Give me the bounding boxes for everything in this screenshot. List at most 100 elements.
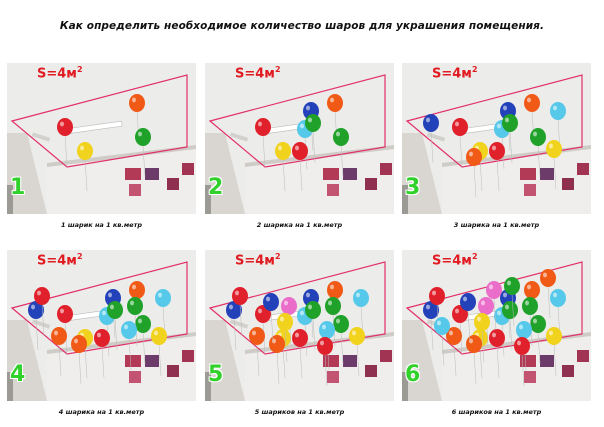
balloon-highlight xyxy=(124,324,128,330)
wall-picture xyxy=(167,365,179,377)
panel-number: 1 xyxy=(10,175,26,200)
left-wall xyxy=(205,320,245,401)
balloon-string xyxy=(537,144,541,178)
balloon-highlight xyxy=(330,284,334,290)
balloon xyxy=(516,321,532,339)
room-photo xyxy=(402,250,591,401)
ceiling-lamp-mount xyxy=(229,132,249,142)
area-label-text: S=4м xyxy=(432,253,472,269)
balloon xyxy=(155,289,171,307)
balloon xyxy=(129,281,145,299)
balloon-highlight xyxy=(284,300,288,306)
balloon-string xyxy=(356,343,360,377)
balloon-string xyxy=(312,317,316,351)
balloon-highlight xyxy=(426,304,430,310)
balloon-string xyxy=(430,130,434,164)
door-frame xyxy=(402,372,408,401)
balloon-string xyxy=(473,164,477,198)
balloon xyxy=(460,293,476,311)
balloon-string xyxy=(441,333,445,367)
door-frame xyxy=(7,372,13,401)
balloon-highlight xyxy=(328,300,332,306)
door-frame xyxy=(7,185,13,214)
balloon-highlight xyxy=(477,316,481,322)
area-label-text: S=4м xyxy=(235,253,275,269)
panel-caption: 3 шарика на 1 кв.метр xyxy=(453,221,540,229)
balloon-highlight xyxy=(295,145,299,151)
balloon-highlight xyxy=(132,284,136,290)
area-label-exponent: 2 xyxy=(76,65,83,74)
balloon-string xyxy=(511,293,515,327)
balloon-highlight xyxy=(497,123,501,129)
balloon-string xyxy=(158,343,162,377)
room-photo xyxy=(205,63,394,214)
wall-picture xyxy=(323,355,339,367)
balloon xyxy=(135,128,151,146)
area-label-exponent: 2 xyxy=(274,65,281,74)
panel-caption: 5 шариков на 1 кв.метр xyxy=(254,408,345,416)
panel-number: 4 xyxy=(10,362,26,387)
area-label-exponent: 2 xyxy=(471,65,478,74)
balloon-highlight xyxy=(437,320,441,326)
wall-picture xyxy=(327,371,339,383)
balloon xyxy=(121,321,137,339)
door-frame xyxy=(402,185,408,214)
area-frame xyxy=(208,261,386,355)
balloon-string xyxy=(521,353,525,387)
balloon xyxy=(305,114,321,132)
balloon-highlight xyxy=(132,97,136,103)
room-photo xyxy=(205,250,394,401)
balloon-highlight xyxy=(322,324,326,330)
balloon-string xyxy=(467,309,471,343)
left-wall xyxy=(402,320,442,401)
balloon-highlight xyxy=(229,304,233,310)
balloon-string xyxy=(262,134,266,168)
balloon xyxy=(550,289,566,307)
balloon xyxy=(135,315,151,333)
panel-caption: 1 шарик на 1 кв.метр xyxy=(60,221,143,229)
balloon xyxy=(502,301,518,319)
area-label: S=4м2 xyxy=(37,65,83,81)
area-label: S=4м2 xyxy=(432,65,478,81)
balloon-highlight xyxy=(449,330,453,336)
balloon xyxy=(514,337,530,355)
balloon-highlight xyxy=(320,340,324,346)
balloon-string xyxy=(101,345,105,379)
balloon-highlight xyxy=(54,330,58,336)
area-label-text: S=4м xyxy=(37,66,77,82)
wall-picture xyxy=(524,371,536,383)
balloon-string xyxy=(479,158,483,192)
wall-picture xyxy=(182,163,194,175)
area-label-exponent: 2 xyxy=(274,252,281,261)
balloon-highlight xyxy=(97,332,101,338)
balloon-string xyxy=(299,158,303,192)
left-wall xyxy=(205,133,245,214)
balloon-highlight xyxy=(426,117,430,123)
balloon xyxy=(232,287,248,305)
balloon xyxy=(127,297,143,315)
balloon-highlight xyxy=(527,97,531,103)
balloon xyxy=(524,281,540,299)
balloon-string xyxy=(509,317,513,351)
wall-picture xyxy=(145,168,159,180)
balloon-highlight xyxy=(455,121,459,127)
balloon-highlight xyxy=(37,290,41,296)
balloon-string xyxy=(312,130,316,164)
balloon-highlight xyxy=(266,296,270,302)
balloon xyxy=(305,301,321,319)
balloon-string xyxy=(299,345,303,379)
page-title: Как определить необходимое количество ша… xyxy=(59,20,545,32)
wall-picture xyxy=(125,355,141,367)
wall-picture xyxy=(343,355,357,367)
wall-picture xyxy=(145,355,159,367)
wall-picture xyxy=(577,350,589,362)
balloon-highlight xyxy=(80,145,84,151)
balloon xyxy=(51,327,67,345)
balloon xyxy=(129,94,145,112)
balloon xyxy=(452,118,468,136)
balloon-highlight xyxy=(130,300,134,306)
balloon xyxy=(327,281,343,299)
